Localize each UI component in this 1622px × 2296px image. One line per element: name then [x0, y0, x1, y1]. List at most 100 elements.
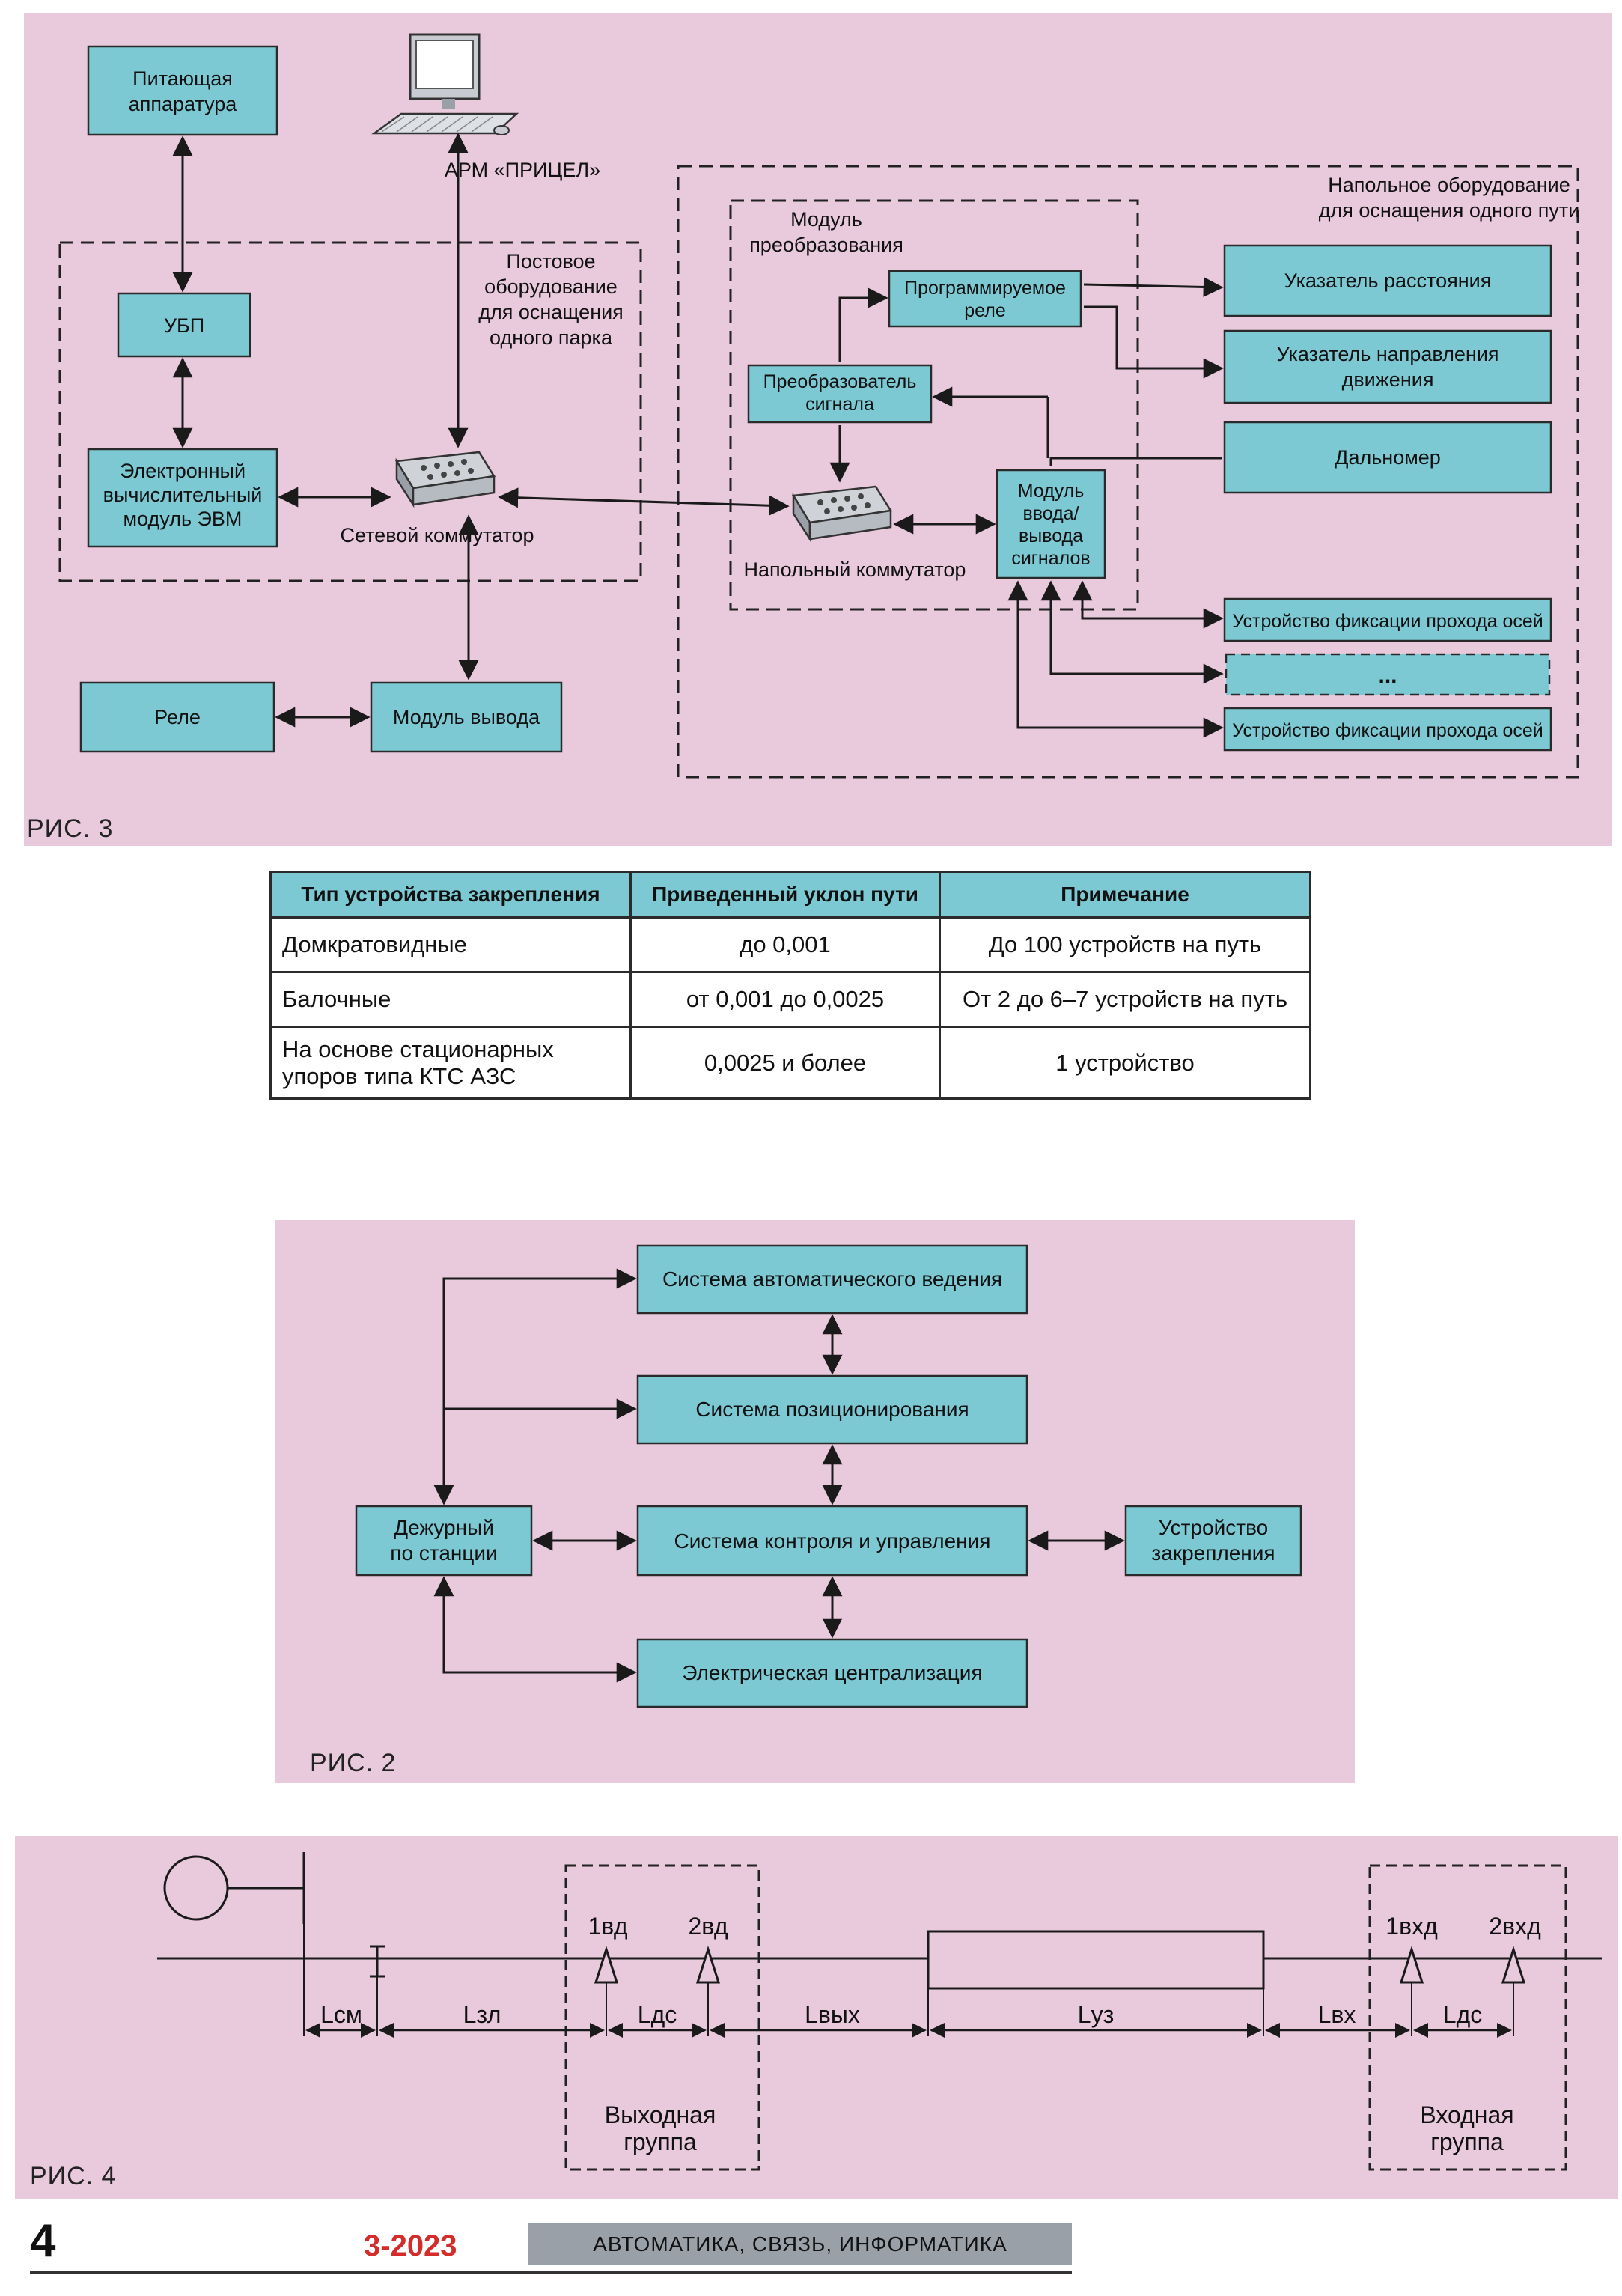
floor-equipment-frame	[677, 165, 1579, 779]
table-cell: 1 устройство	[939, 1026, 1311, 1100]
figure-3-connectors	[172, 133, 1224, 738]
io-label-3: вывода	[1019, 526, 1083, 546]
ubp-box	[117, 292, 251, 358]
computer-label-2: вычислительный	[103, 484, 263, 506]
output-group-frame	[564, 1864, 760, 2171]
relay-label: Реле	[154, 706, 201, 728]
footer: 4 3-2023 АВТОМАТИКА, СВЯЗЬ, ИНФОРМАТИКА	[0, 2208, 1622, 2296]
axle-device-dots-box	[1225, 653, 1551, 696]
sensor-2vd-label: 2вд	[688, 1913, 728, 1940]
fixing-device-box	[1124, 1505, 1302, 1577]
arm-label: АРМ «ПРИЦЕЛ»	[445, 159, 600, 181]
control-system-label: Система контроля и управления	[674, 1529, 991, 1553]
converter-module-frame	[729, 199, 1139, 611]
fixing-device-rect	[927, 1930, 1265, 1990]
output-group-label-1: Выходная	[605, 2101, 716, 2128]
network-switch-icon	[394, 451, 496, 508]
signal-head-icon	[163, 1855, 229, 1921]
prog-relay-label-2: реле	[964, 300, 1005, 321]
table-cell: от 0,001 до 0,0025	[629, 971, 941, 1028]
workstation-icon	[371, 33, 519, 135]
io-label-2: ввода/	[1022, 503, 1079, 524]
computer-label-1: Электронный	[120, 460, 246, 482]
l-zl-label: Lзл	[463, 2001, 501, 2028]
figure-3: Питающая аппаратура УБП Электронный вычи…	[24, 13, 1612, 846]
distance-indicator-box	[1223, 244, 1552, 317]
post-label-3: для оснащения	[478, 301, 624, 323]
programmable-relay-box	[888, 270, 1082, 328]
signal-converter-box	[747, 364, 933, 424]
post-label-2: оборудование	[484, 275, 618, 298]
l-uz-label: Lуз	[1078, 2001, 1114, 2028]
table-cell: 0,0025 и более	[629, 1026, 941, 1100]
figure-4-caption: РИС. 4	[30, 2162, 117, 2190]
relay-box	[79, 681, 275, 753]
post-equipment-frame	[58, 241, 642, 582]
ubp-label: УБП	[164, 314, 204, 337]
sensor-1vd-label: 1вд	[588, 1913, 627, 1940]
table-cell: На основе стационарных упоров типа КТС А…	[269, 1026, 632, 1100]
output-group-label-2: группа	[624, 2128, 697, 2155]
table-cell: Домкратовидные	[269, 916, 632, 973]
positioning-label: Система позиционирования	[695, 1398, 969, 1421]
direction-indicator-box	[1223, 329, 1552, 404]
output-module-box	[370, 681, 563, 753]
fixing-devices-table: Тип устройства закрепления Приведенный у…	[269, 871, 1311, 1100]
l-ds-1-label: Lдс	[638, 2001, 677, 2028]
direction-indicator-label-2: движения	[1342, 368, 1434, 391]
axle-device-dots-label: ...	[1378, 663, 1397, 688]
rangefinder-box	[1223, 421, 1552, 494]
table-header-slope: Приведенный уклон пути	[629, 871, 941, 919]
figure-4-background	[15, 1836, 1618, 2199]
input-group-label-2: группа	[1430, 2128, 1504, 2155]
l-sm-label: Lсм	[320, 2001, 362, 2028]
table-cell: Балочные	[269, 971, 632, 1028]
computer-label-3: модуль ЭВМ	[124, 508, 243, 530]
table-row: Балочные от 0,001 до 0,0025 От 2 до 6–7 …	[269, 971, 1311, 1028]
interlocking-box	[636, 1638, 1028, 1708]
power-supply-label-1: Питающая	[132, 67, 233, 90]
computer-module-box	[87, 448, 278, 548]
direction-indicator-label-1: Указатель направления	[1276, 343, 1498, 365]
axle-device-1-box	[1223, 597, 1552, 642]
floor-switch-label: Напольный коммутатор	[744, 558, 966, 581]
distance-indicator-label: Указатель расстояния	[1284, 270, 1492, 292]
journal-title: АВТОМАТИКА, СВЯЗЬ, ИНФОРМАТИКА	[593, 2232, 1007, 2256]
l-ds-2-label: Lдс	[1443, 2001, 1482, 2028]
table-cell: От 2 до 6–7 устройств на путь	[939, 971, 1311, 1028]
station-duty-box	[355, 1505, 533, 1577]
figure-2-connectors	[433, 1268, 1125, 1683]
post-label-4: одного парка	[490, 326, 613, 349]
auto-guidance-box	[636, 1244, 1028, 1315]
table-header-type: Тип устройства закрепления	[269, 871, 632, 919]
floor-label-1: Напольное оборудование	[1328, 174, 1570, 196]
rangefinder-label: Дальномер	[1335, 446, 1441, 469]
table-header-note: Примечание	[939, 871, 1311, 919]
output-module-label: Модуль вывода	[393, 706, 540, 728]
issue-number: 3-2023	[364, 2229, 457, 2262]
fixing-device-label-2: закрепления	[1151, 1541, 1275, 1565]
sensor-2vhd-label: 2вхд	[1489, 1913, 1541, 1940]
interlocking-label: Электрическая централизация	[682, 1661, 982, 1684]
journal-title-bar: АВТОМАТИКА, СВЯЗЬ, ИНФОРМАТИКА	[528, 2223, 1072, 2265]
l-vyh-label: Lвых	[805, 2001, 860, 2028]
io-module-box	[996, 469, 1106, 579]
footer-rule	[30, 2271, 1072, 2274]
sensor-1vhd-label: 1вхд	[1385, 1913, 1438, 1940]
floor-label-2: для оснащения одного пути	[1319, 199, 1580, 222]
table-header-row: Тип устройства закрепления Приведенный у…	[269, 871, 1311, 919]
converter-label-2: сигнала	[805, 394, 874, 415]
figure-4: Lсм Lзл Lдс Lвых Lуз Lвх Lдс 1вд 2вд 1вх…	[15, 1836, 1618, 2199]
converter-label-1: Преобразователь	[763, 371, 917, 392]
table-cell: до 0,001	[629, 916, 941, 973]
figure-2-caption: РИС. 2	[310, 1749, 397, 1777]
station-duty-label-2: по станции	[390, 1541, 497, 1565]
power-supply-label-2: аппаратура	[129, 93, 238, 115]
axle-device-1-label: Устройство фиксации прохода осей	[1232, 611, 1543, 632]
post-label-1: Постовое	[506, 250, 595, 272]
network-switch-label: Сетевой коммутатор	[341, 524, 534, 546]
axle-device-2-box	[1223, 707, 1552, 752]
table-row: Домкратовидные до 0,001 До 100 устройств…	[269, 916, 1311, 973]
auto-guidance-label: Система автоматического ведения	[662, 1267, 1002, 1291]
fixing-device-label-1: Устройство	[1159, 1516, 1268, 1539]
